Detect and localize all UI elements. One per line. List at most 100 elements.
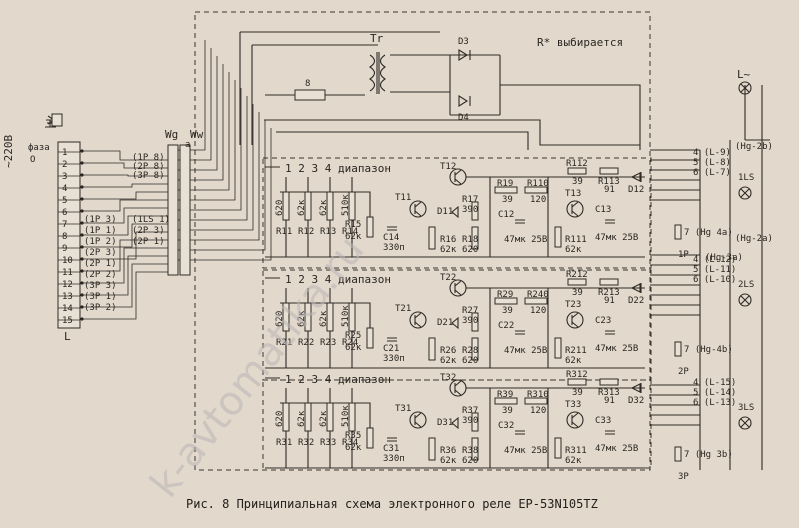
stage-2: 1 2 3 4 диапазон620R2162кR2262кR23510кR2… <box>265 270 645 369</box>
input-resistor-label: R11 <box>276 227 292 237</box>
c12-label: C32 <box>498 421 514 431</box>
terminal-node <box>80 305 84 309</box>
range-label: 1 2 3 4 диапазон <box>285 162 391 175</box>
mid-tag: (1P 8) <box>132 153 165 163</box>
lamp-icon <box>738 186 752 200</box>
c12 <box>515 219 525 224</box>
c13-label: C23 <box>595 316 611 326</box>
r113-value: 91 <box>604 185 615 195</box>
bus-wire <box>190 72 230 191</box>
t-in-leads <box>414 312 422 328</box>
lamp-icon <box>738 416 752 430</box>
terminal-wire <box>82 263 168 308</box>
phase-label: фаза <box>28 143 50 153</box>
c12-value: 47мк 25В <box>504 346 547 356</box>
t-top-label: T22 <box>440 273 456 283</box>
terminal-node <box>80 257 84 261</box>
r19-value: 39 <box>502 195 513 205</box>
r16-value: 62к <box>440 456 457 466</box>
input-resistor-label: R21 <box>276 338 292 348</box>
input-resistor-value: 510к <box>341 305 351 327</box>
terminal-tag: (1P 1) <box>84 226 117 236</box>
t-out-leads <box>571 412 579 428</box>
t-top-label: T12 <box>440 162 456 172</box>
r16-label: R26 <box>440 346 456 356</box>
bus-wire <box>190 88 242 211</box>
c13-value: 47мк 25В <box>595 444 638 454</box>
d-out <box>630 172 642 182</box>
terminal-number: 12 <box>62 280 73 290</box>
input-resistor-label: R12 <box>298 227 314 237</box>
relay-coil-label: 1P <box>678 250 689 260</box>
t-top-leads <box>454 280 462 296</box>
r112-label: R212 <box>566 270 588 280</box>
input-resistor-value: 620 <box>275 311 285 327</box>
c14 <box>387 337 397 342</box>
right-output-column <box>650 85 770 470</box>
relay-coil-tag: 7 (Hg 4a) <box>684 228 733 238</box>
r19-value: 39 <box>502 406 513 416</box>
input-resistor-value: 62к <box>319 199 329 216</box>
r17-value: 390 <box>462 205 478 215</box>
lamp-icon <box>738 293 752 307</box>
input-link <box>280 191 371 217</box>
r17-value: 390 <box>462 416 478 426</box>
r113-value: 91 <box>604 396 615 406</box>
terminal-node <box>80 197 84 201</box>
r112-value: 39 <box>572 388 583 398</box>
relay-coil-icon <box>674 341 682 357</box>
c14 <box>387 226 397 231</box>
relay-contact-label: 4 (L-9) <box>693 148 731 158</box>
c12 <box>515 330 525 335</box>
terminal-wire <box>82 255 168 296</box>
c14-label: C14 <box>383 233 399 243</box>
t-in <box>409 411 427 429</box>
relay-coil-label: 3P <box>678 472 689 482</box>
r110 <box>524 397 548 405</box>
terminal-tag: (1P 2) <box>84 237 117 247</box>
terminal-wire <box>82 247 168 284</box>
lamp-cross-icon <box>740 295 750 305</box>
r111-label: R111 <box>565 235 587 245</box>
r16 <box>428 226 436 250</box>
mid-tag: (3P 8) <box>132 171 165 181</box>
input-resistor-value: 62к <box>297 310 307 327</box>
lamp-cross-icon <box>740 418 750 428</box>
terminal-node <box>80 161 84 165</box>
terminal-wires <box>82 40 272 320</box>
diode-d <box>451 416 459 430</box>
terminal-node <box>80 221 84 225</box>
r15-label: R35 <box>345 431 361 441</box>
r110-value: 120 <box>530 406 546 416</box>
terminal-wire <box>82 174 168 177</box>
r112-value: 39 <box>572 288 583 298</box>
input-resistor-label: R31 <box>276 438 292 448</box>
range-label: 1 2 3 4 диапазон <box>285 373 391 386</box>
r110 <box>524 297 548 305</box>
t-in-leads <box>414 412 422 428</box>
terminal-tag: (3P 3) <box>84 281 117 291</box>
transformer-label: Tr <box>370 32 384 45</box>
d-out-label: D22 <box>628 296 644 306</box>
bus-wire <box>190 128 272 261</box>
c12-value: 47мк 25В <box>504 446 547 456</box>
range-label: 1 2 3 4 диапазон <box>285 273 391 286</box>
relay-contact-label: 4 (L-12) <box>693 255 736 265</box>
t-in <box>409 200 427 218</box>
r111-value: 62к <box>565 356 582 366</box>
l-supply-label: L~ <box>737 68 751 81</box>
r18 <box>471 437 479 461</box>
bus-wire <box>190 56 218 171</box>
terminal-wire <box>82 239 168 272</box>
lamp-label: 1LS <box>738 173 754 183</box>
c12 <box>515 430 525 435</box>
r17-label: R37 <box>462 406 478 416</box>
r15-value: 62к <box>345 443 362 453</box>
input-resistor-value: 510к <box>341 194 351 216</box>
terminal-tag: (1P 3) <box>84 215 117 225</box>
c13-value: 47мк 25В <box>595 344 638 354</box>
c14-value: 330п <box>383 243 405 253</box>
stage-bus <box>265 166 645 258</box>
